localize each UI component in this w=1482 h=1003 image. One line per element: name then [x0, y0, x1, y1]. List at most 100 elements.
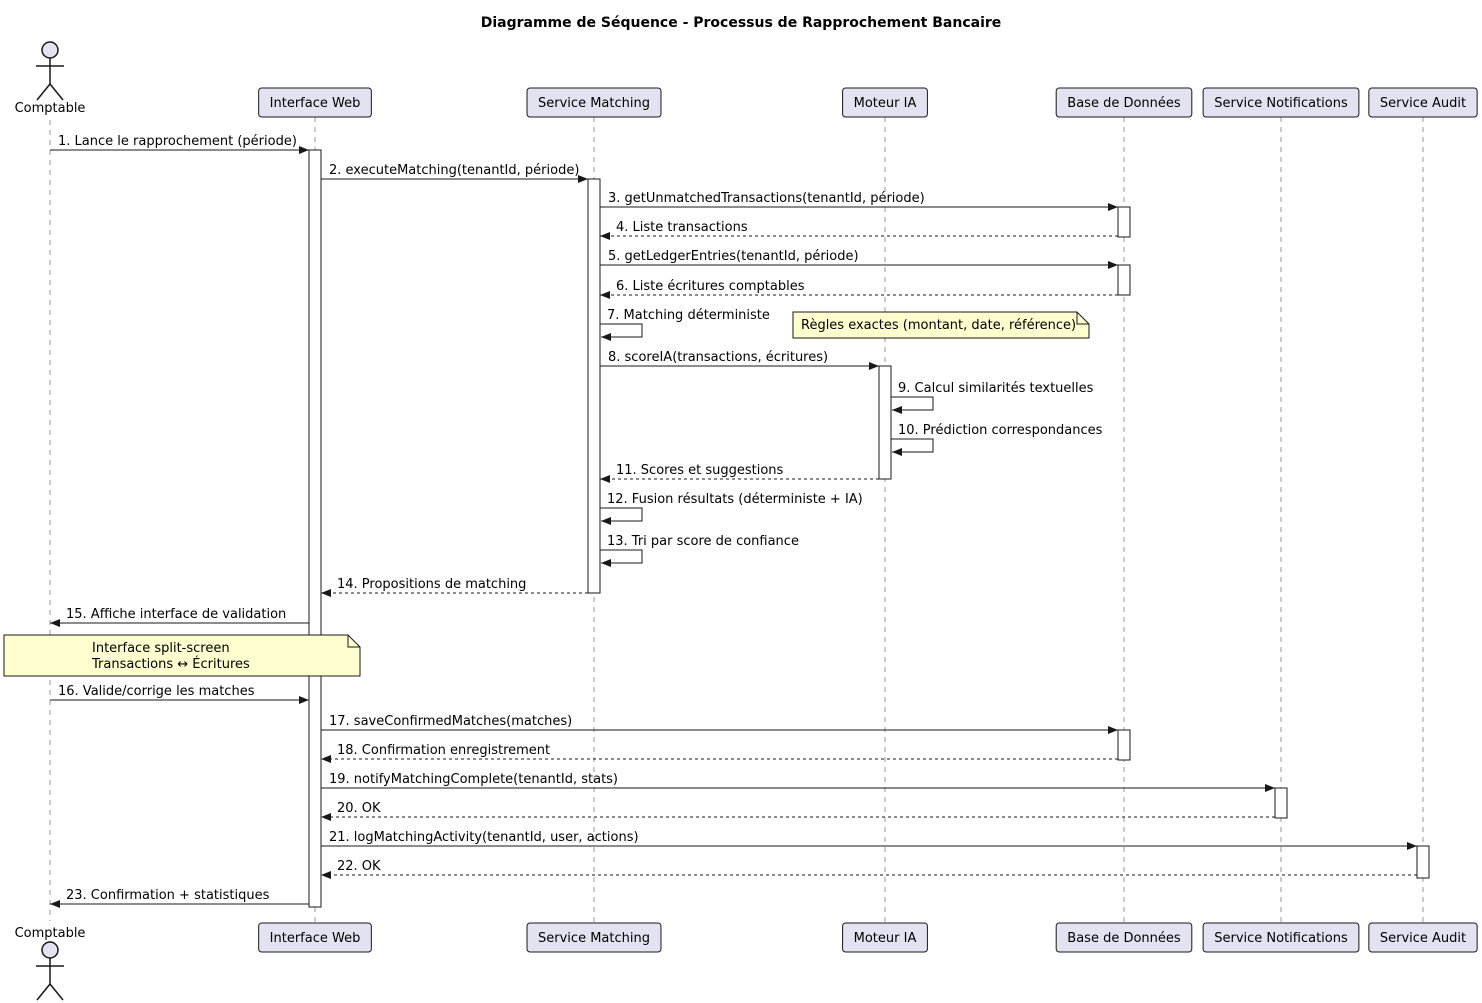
participant-box-service-notifications-top: Service Notifications [1202, 87, 1360, 118]
message-6: 6. Liste écritures comptables [600, 279, 1118, 299]
arrowhead-icon [601, 559, 611, 567]
message-label: 12. Fusion résultats (déterministe + IA) [607, 492, 863, 507]
message-4: 4. Liste transactions [600, 220, 1118, 240]
participant-box-service-matching-top: Service Matching [526, 87, 662, 118]
message-label: 13. Tri par score de confiance [607, 534, 799, 549]
arrowhead-icon [600, 291, 610, 299]
arrowhead-icon [299, 146, 309, 154]
participant-box-moteur-ia-top: Moteur IA [842, 87, 928, 118]
message-11: 11. Scores et suggestions [600, 463, 879, 483]
arrowhead-icon [1407, 842, 1417, 850]
arrowhead-icon [50, 619, 60, 627]
message-label: 23. Confirmation + statistiques [66, 888, 270, 903]
message-label: 8. scoreIA(transactions, écritures) [608, 350, 828, 365]
message-label: 3. getUnmatchedTransactions(tenantId, pé… [608, 191, 925, 206]
note-regles-exactes: Règles exactes (montant, date, référence… [792, 311, 1090, 339]
message-7: 7. Matching déterministe [600, 308, 770, 341]
participant-label: Comptable [15, 926, 86, 941]
note-fold-icon [1076, 312, 1089, 325]
activation-bar-service-notifications-6 [1274, 787, 1288, 819]
participant-label: Base de Données [1067, 96, 1181, 111]
arrowhead-icon [600, 475, 610, 483]
participant-label: Service Notifications [1214, 931, 1348, 946]
participant-box-moteur-ia-bottom: Moteur IA [842, 922, 928, 953]
message-5: 5. getLedgerEntries(tenantId, période) [600, 249, 1118, 269]
participant-box-interface-web-top: Interface Web [258, 87, 372, 118]
message-1: 1. Lance le rapprochement (période) [50, 134, 309, 154]
arrowhead-icon [1108, 203, 1118, 211]
arrowhead-icon [892, 448, 902, 456]
message-label: 9. Calcul similarités textuelles [898, 381, 1094, 396]
message-label: 22. OK [337, 859, 381, 874]
participant-box-service-audit-top: Service Audit [1368, 87, 1478, 118]
message-3: 3. getUnmatchedTransactions(tenantId, pé… [600, 191, 1118, 211]
participant-label: Moteur IA [854, 96, 917, 111]
participant-label: Service Notifications [1214, 96, 1348, 111]
arrowhead-icon [601, 333, 611, 341]
arrowhead-icon [892, 406, 902, 414]
arrowhead-icon [600, 232, 610, 240]
participant-label: Interface Web [270, 96, 361, 111]
arrowhead-icon [578, 175, 588, 183]
message-label: 11. Scores et suggestions [616, 463, 784, 478]
activation-bar-moteur-ia-2 [878, 365, 892, 480]
message-label: 21. logMatchingActivity(tenantId, user, … [329, 830, 639, 845]
message-17: 17. saveConfirmedMatches(matches) [321, 714, 1118, 734]
message-22: 22. OK [321, 859, 1417, 879]
actor-icon [41, 941, 59, 959]
arrowhead-icon [299, 696, 309, 704]
note-text: Interface split-screen [92, 641, 230, 656]
arrowhead-icon [1265, 784, 1275, 792]
message-20: 20. OK [321, 801, 1275, 821]
message-label: 16. Valide/corrige les matches [58, 684, 255, 699]
arrowhead-icon [321, 871, 331, 879]
participant-label: Moteur IA [854, 931, 917, 946]
activation-bar-service-matching-1 [587, 178, 601, 594]
activation-bar-service-audit-7 [1416, 845, 1430, 879]
activation-bar-base-de-donnees-3 [1117, 206, 1131, 238]
message-label: 1. Lance le rapprochement (période) [58, 134, 297, 149]
participant-label: Comptable [15, 101, 86, 116]
participant-label: Base de Données [1067, 931, 1181, 946]
message-18: 18. Confirmation enregistrement [321, 743, 1118, 763]
message-12: 12. Fusion résultats (déterministe + IA) [600, 492, 863, 525]
message-15: 15. Affiche interface de validation [50, 607, 309, 627]
participant-label: Service Matching [538, 931, 650, 946]
actor-icon [41, 41, 59, 59]
participant-actor-comptable-top: Comptable [15, 41, 86, 116]
message-13: 13. Tri par score de confiance [600, 534, 799, 567]
message-16: 16. Valide/corrige les matches [50, 684, 309, 704]
arrowhead-icon [321, 589, 331, 597]
note-text: Règles exactes (montant, date, référence… [801, 318, 1076, 333]
activation-bar-base-de-donnees-4 [1117, 264, 1131, 296]
participant-label: Service Audit [1380, 96, 1466, 111]
message-label: 6. Liste écritures comptables [616, 279, 805, 294]
participant-label: Service Matching [538, 96, 650, 111]
message-21: 21. logMatchingActivity(tenantId, user, … [321, 830, 1417, 850]
message-label: 4. Liste transactions [616, 220, 748, 235]
message-9: 9. Calcul similarités textuelles [891, 381, 1094, 414]
arrowhead-icon [1108, 726, 1118, 734]
message-label: 7. Matching déterministe [607, 308, 770, 323]
participant-label: Service Audit [1380, 931, 1466, 946]
message-label: 14. Propositions de matching [337, 577, 526, 592]
participant-box-service-audit-bottom: Service Audit [1368, 922, 1478, 953]
message-2: 2. executeMatching(tenantId, période) [321, 163, 588, 183]
message-23: 23. Confirmation + statistiques [50, 888, 309, 908]
participant-label: Interface Web [270, 931, 361, 946]
message-14: 14. Propositions de matching [321, 577, 588, 597]
message-8: 8. scoreIA(transactions, écritures) [600, 350, 879, 370]
participant-box-service-notifications-bottom: Service Notifications [1202, 922, 1360, 953]
arrowhead-icon [869, 362, 879, 370]
participant-actor-comptable-bottom: Comptable [15, 926, 86, 1001]
diagram-title: Diagramme de Séquence - Processus de Rap… [481, 15, 1002, 31]
message-label: 15. Affiche interface de validation [66, 607, 286, 622]
arrowhead-icon [321, 813, 331, 821]
participant-box-interface-web-bottom: Interface Web [258, 922, 372, 953]
arrowhead-icon [601, 517, 611, 525]
arrowhead-icon [1108, 261, 1118, 269]
note-fold-icon [347, 635, 360, 648]
participant-box-base-de-donnees-bottom: Base de Données [1055, 922, 1193, 953]
